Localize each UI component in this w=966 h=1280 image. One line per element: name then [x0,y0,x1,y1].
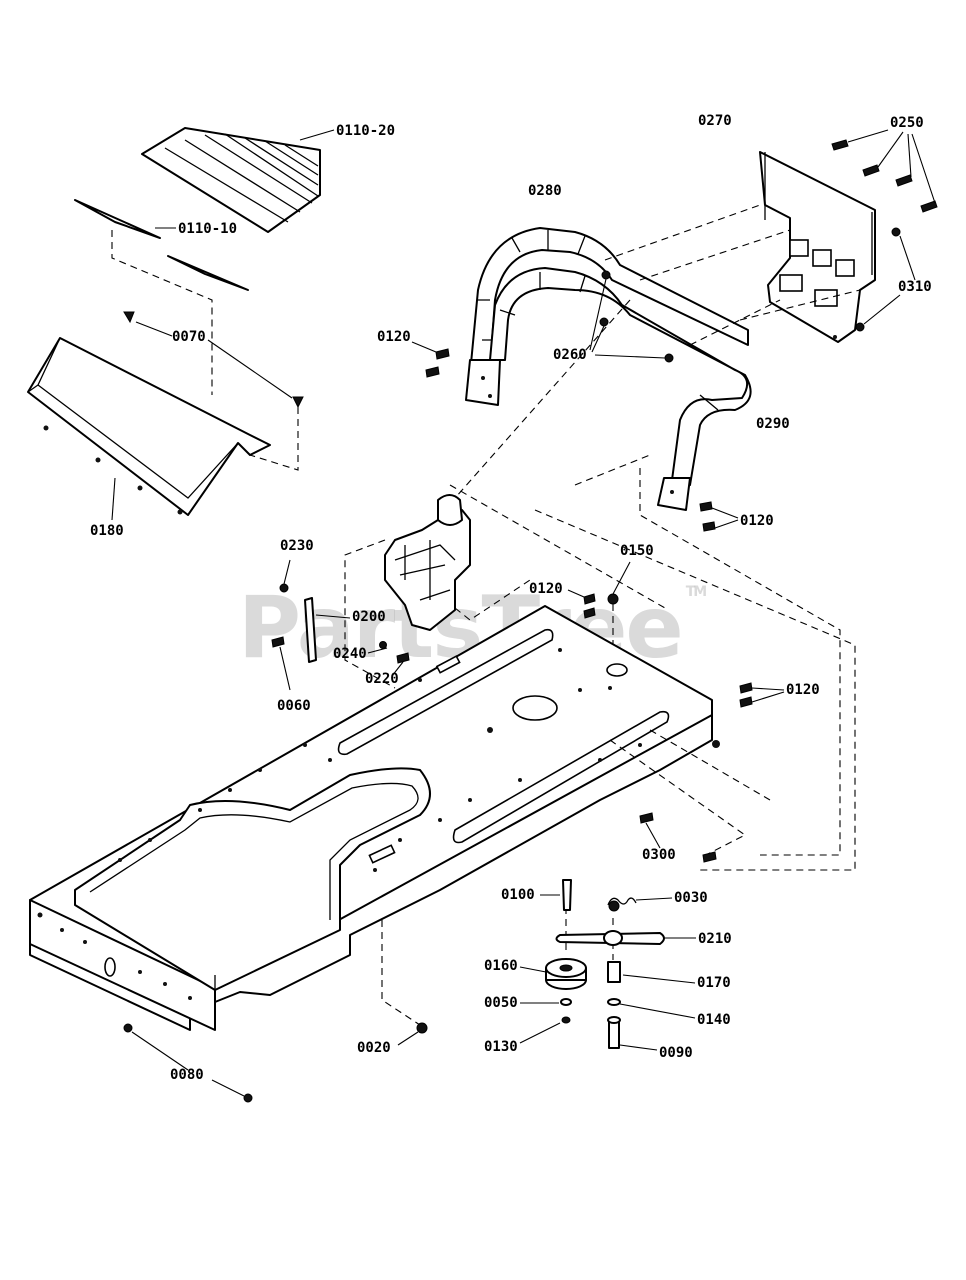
nut-0020 [416,1022,428,1034]
label-0070: 0070 [172,329,206,345]
label-0120-front: 0120 [740,513,774,529]
nut-0080-b [243,1093,253,1103]
bolt-0120-c [699,501,713,512]
label-0180: 0180 [90,523,124,539]
label-0080: 0080 [170,1067,204,1083]
fuel-tank-0200 [384,494,471,631]
cover-0180 [27,311,304,521]
label-0220: 0220 [365,671,399,687]
nut-0150 [607,593,619,605]
label-0120-rear: 0120 [377,329,411,345]
chassis-frame [29,605,720,1031]
label-0290: 0290 [756,416,790,432]
label-0140: 0140 [697,1012,731,1028]
roll-bar-0290 [489,267,752,511]
label-0210: 0210 [698,931,732,947]
nut-0260-c [664,353,674,363]
label-0150: 0150 [620,543,654,559]
label-0110-20: 0110-20 [336,123,396,139]
roll-bar-0280 [465,227,749,406]
label-0310: 0310 [898,279,932,295]
label-0280: 0280 [528,183,562,199]
label-0260: 0260 [553,347,587,363]
label-0060: 0060 [277,698,311,714]
label-0020: 0020 [357,1040,391,1056]
nut-0260-a [601,270,611,280]
label-0230: 0230 [280,538,314,554]
strap-0230 [271,583,410,664]
label-0100: 0100 [501,887,535,903]
nut-0310-a [891,227,901,237]
watermark-trademark: TM [685,584,708,600]
label-0160: 0160 [484,958,518,974]
nut-0310-b [855,322,865,332]
nut-0080-a [123,1023,133,1033]
trim-strips-0110-10 [74,199,249,395]
label-0050: 0050 [484,995,518,1011]
label-0130: 0130 [484,1039,518,1055]
label-0240: 0240 [333,646,367,662]
bracket-0270 [759,151,876,343]
label-0300: 0300 [642,847,676,863]
label-0120-tank: 0120 [529,581,563,597]
label-0120-side: 0120 [786,682,820,698]
label-0110-10: 0110-10 [178,221,238,237]
idler-assembly [545,879,665,1049]
label-0270: 0270 [698,113,732,129]
label-0200: 0200 [352,609,386,625]
label-0030: 0030 [674,890,708,906]
nut-0260-b [599,317,609,327]
seat-panel-0110-20 [141,127,321,233]
bolt-0120-d [702,521,716,532]
bolts-0250 [831,129,938,213]
label-0250: 0250 [890,115,924,131]
bolt-0120-a [435,348,450,360]
label-0090: 0090 [659,1045,693,1061]
label-0170: 0170 [697,975,731,991]
bolt-0120-b [425,366,440,378]
